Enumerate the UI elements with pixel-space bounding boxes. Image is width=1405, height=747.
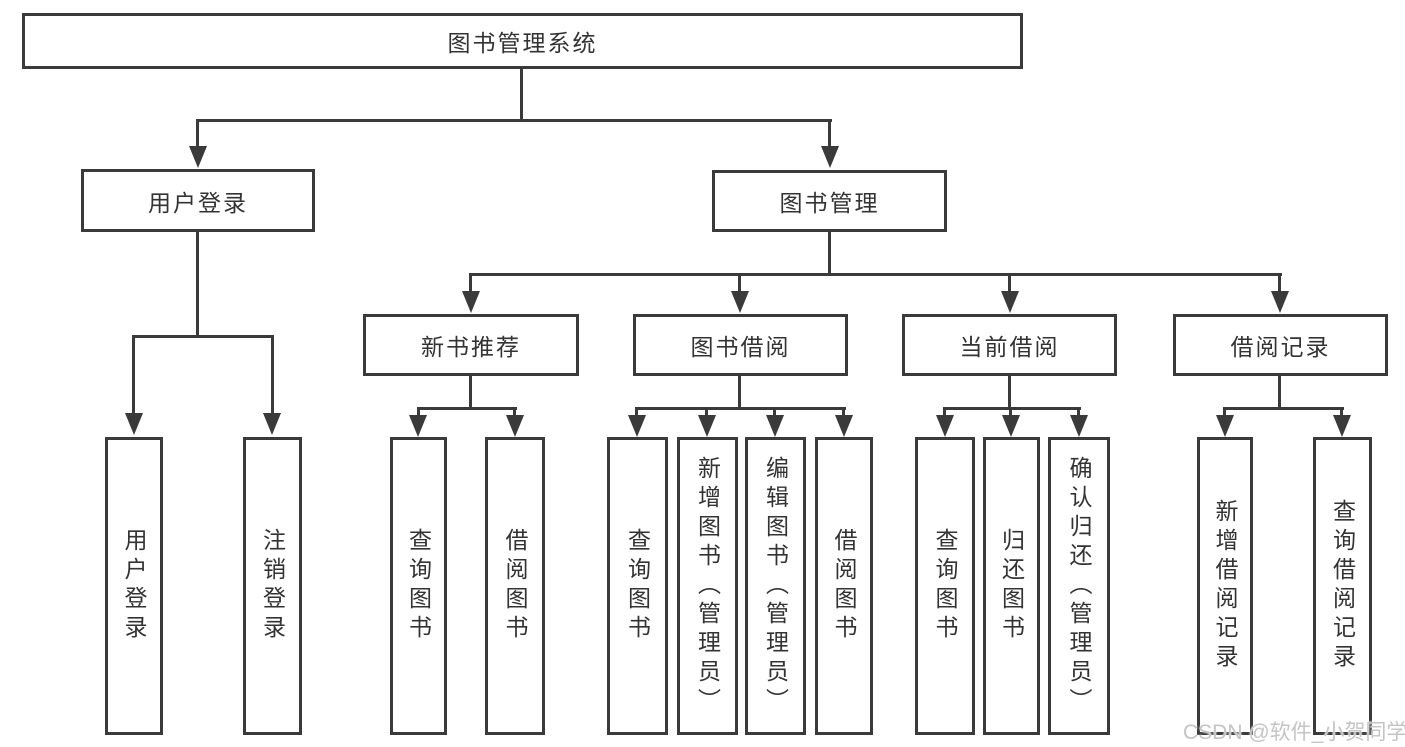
leaf-user-login: 用户登录 bbox=[105, 437, 163, 735]
arrowhead-logout-leaf bbox=[263, 413, 281, 435]
arrowhead-newbook-borrow bbox=[506, 415, 524, 437]
arrowhead-borrow-edit bbox=[766, 415, 784, 437]
connector-login-drop-2 bbox=[271, 335, 274, 415]
arrowhead-borrow-borrow bbox=[835, 415, 853, 437]
arrowhead-newbook-query bbox=[409, 415, 427, 437]
connector-root-left-drop bbox=[196, 119, 199, 148]
connector-login-stem bbox=[196, 232, 199, 337]
csdn-watermark: CSDN @软件_小贺同学 bbox=[1183, 721, 1405, 744]
connector-login-bar bbox=[132, 335, 274, 338]
connector-borrow-stem bbox=[738, 376, 741, 407]
connector-root-bar bbox=[197, 119, 832, 122]
arrowhead-new-book bbox=[462, 291, 480, 313]
node-book-management: 图书管理 bbox=[712, 170, 947, 232]
connector-records-bar bbox=[1223, 407, 1344, 410]
connector-mgmt-bar bbox=[469, 273, 1282, 276]
node-new-book-recommend: 新书推荐 bbox=[363, 314, 579, 376]
leaf-newbook-query-book: 查询图书 bbox=[390, 437, 447, 735]
arrowhead-borrow-records bbox=[1271, 291, 1289, 313]
leaf-newbook-borrow-book: 借阅图书 bbox=[485, 437, 545, 735]
connector-mgmt-drop-4 bbox=[1278, 273, 1281, 293]
leaf-borrow-edit-book-admin: 编辑图书（管理员） bbox=[745, 437, 806, 735]
connector-records-drop-2 bbox=[1340, 407, 1343, 417]
arrowhead-user-login bbox=[189, 146, 207, 168]
connector-current-stem bbox=[1008, 376, 1011, 407]
connector-login-drop-1 bbox=[132, 335, 135, 415]
connector-borrow-bar bbox=[635, 407, 846, 410]
leaf-logout: 注销登录 bbox=[243, 437, 302, 735]
connector-records-stem bbox=[1278, 376, 1281, 407]
node-user-login: 用户登录 bbox=[81, 169, 315, 232]
leaf-records-query-record: 查询借阅记录 bbox=[1313, 437, 1372, 735]
arrowhead-records-query bbox=[1333, 415, 1351, 437]
connector-current-drop-1 bbox=[943, 407, 946, 417]
connector-current-drop-3 bbox=[1077, 407, 1080, 417]
connector-newbook-stem bbox=[469, 376, 472, 407]
leaf-records-add-record: 新增借阅记录 bbox=[1197, 437, 1253, 735]
node-current-borrow: 当前借阅 bbox=[902, 314, 1117, 376]
arrowhead-borrow-query bbox=[628, 415, 646, 437]
connector-mgmt-drop-3 bbox=[1008, 273, 1011, 293]
connector-borrow-drop-4 bbox=[842, 407, 845, 417]
connector-root-stem bbox=[520, 69, 523, 120]
arrowhead-current-confirm bbox=[1070, 415, 1088, 437]
arrowhead-book-management bbox=[821, 146, 839, 168]
leaf-current-query-book: 查询图书 bbox=[915, 437, 975, 735]
leaf-borrow-borrow-book: 借阅图书 bbox=[815, 437, 873, 735]
leaf-borrow-add-book-admin: 新增图书（管理员） bbox=[677, 437, 738, 735]
leaf-borrow-query-book: 查询图书 bbox=[607, 437, 668, 735]
node-borrow-records: 借阅记录 bbox=[1173, 314, 1388, 376]
connector-mgmt-drop-2 bbox=[738, 273, 741, 293]
connector-current-bar bbox=[943, 407, 1081, 410]
connector-newbook-drop-1 bbox=[417, 407, 420, 417]
arrowhead-records-add bbox=[1216, 415, 1234, 437]
connector-borrow-drop-1 bbox=[635, 407, 638, 417]
node-library-system: 图书管理系统 bbox=[22, 13, 1023, 69]
connector-mgmt-stem bbox=[828, 232, 831, 273]
connector-newbook-bar bbox=[417, 407, 517, 410]
leaf-current-return-book: 归还图书 bbox=[983, 437, 1040, 735]
arrowhead-login-leaf bbox=[125, 413, 143, 435]
arrowhead-borrow-add bbox=[698, 415, 716, 437]
connector-current-drop-2 bbox=[1009, 407, 1012, 417]
arrowhead-current-return bbox=[1002, 415, 1020, 437]
connector-records-drop-1 bbox=[1223, 407, 1226, 417]
connector-borrow-drop-3 bbox=[773, 407, 776, 417]
leaf-current-confirm-return-admin: 确认归还（管理员） bbox=[1048, 437, 1110, 735]
node-book-borrow: 图书借阅 bbox=[633, 314, 848, 376]
arrowhead-current-borrow bbox=[1001, 291, 1019, 313]
connector-borrow-drop-2 bbox=[705, 407, 708, 417]
connector-mgmt-drop-1 bbox=[469, 273, 472, 293]
connector-root-right-drop bbox=[828, 119, 831, 148]
arrowhead-current-query bbox=[936, 415, 954, 437]
connector-newbook-drop-2 bbox=[513, 407, 516, 417]
arrowhead-book-borrow bbox=[731, 291, 749, 313]
